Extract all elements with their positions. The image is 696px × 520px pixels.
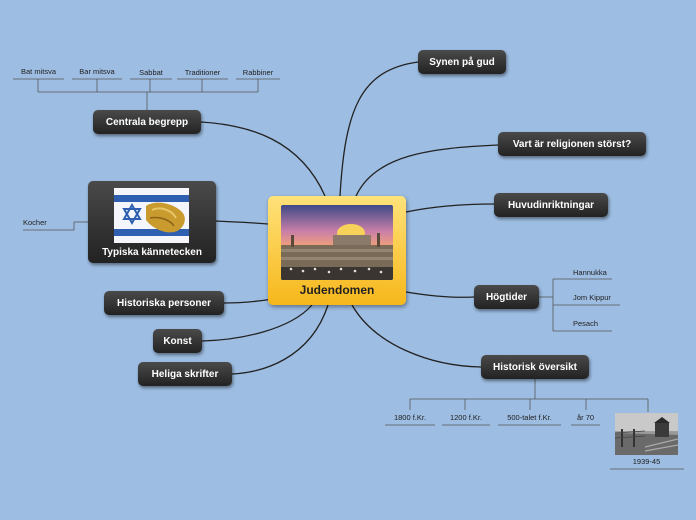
leaf-1200-fkr[interactable]: 1200 f.Kr. xyxy=(449,413,483,422)
link-synen xyxy=(339,61,419,197)
israel-flag-icon xyxy=(114,188,189,243)
star-of-david-icon xyxy=(122,202,142,226)
link-konst xyxy=(201,304,313,342)
jerusalem-photo-icon xyxy=(281,205,393,280)
leaf-bar-mitsva[interactable]: Bar mitsva xyxy=(79,67,115,76)
leaf-1800-fkr[interactable]: 1800 f.Kr. xyxy=(393,413,427,422)
topic-heliga-skrifter[interactable]: Heliga skrifter xyxy=(138,362,232,386)
leaf-kocher[interactable]: Kocher xyxy=(23,218,47,227)
link-centrala xyxy=(200,121,326,197)
central-topic-judendomen[interactable]: Judendomen xyxy=(268,196,406,305)
leaf-500-talet-fkr[interactable]: 500-talet f.Kr. xyxy=(507,413,552,422)
topic-huvudinriktningar[interactable]: Huvudinriktningar xyxy=(494,193,608,217)
leaf-ar-70[interactable]: år 70 xyxy=(576,413,595,422)
link-huvud xyxy=(405,203,495,213)
typiska-title: Typiska kännetecken xyxy=(102,247,202,258)
topic-historiska-personer[interactable]: Historiska personer xyxy=(104,291,224,315)
topic-typiska-kannetecken[interactable]: Typiska kännetecken xyxy=(88,181,216,263)
link-vart xyxy=(355,144,499,197)
topic-historisk-oversikt[interactable]: Historisk översikt xyxy=(481,355,589,379)
leaf-traditioner[interactable]: Traditioner xyxy=(184,68,221,77)
link-historisk xyxy=(351,304,482,368)
link-typiska xyxy=(215,220,269,225)
auschwitz-photo xyxy=(614,413,679,455)
leaf-sabbat[interactable]: Sabbat xyxy=(139,68,163,77)
leaf-hannukka[interactable]: Hannukka xyxy=(573,268,607,277)
topic-vart-ar-religionen-storst[interactable]: Vart är religionen störst? xyxy=(498,132,646,156)
leaf-bat-mitsva[interactable]: Bat mitsva xyxy=(20,67,56,76)
leaf-pesach[interactable]: Pesach xyxy=(573,319,599,328)
link-heliga xyxy=(231,304,329,375)
topic-konst[interactable]: Konst xyxy=(153,329,202,353)
topic-hogtider[interactable]: Högtider xyxy=(474,285,539,309)
central-title: Judendomen xyxy=(299,283,375,297)
leaf-jom-kippur[interactable]: Jom Kippur xyxy=(573,293,611,302)
link-hogtider xyxy=(405,291,475,298)
leaf-1939-45[interactable]: 1939-45 xyxy=(632,457,661,466)
topic-centrala-begrepp[interactable]: Centrala begrepp xyxy=(93,110,201,134)
topic-synen-pa-gud[interactable]: Synen på gud xyxy=(418,50,506,74)
leaf-rabbiner[interactable]: Rabbiner xyxy=(242,68,274,77)
